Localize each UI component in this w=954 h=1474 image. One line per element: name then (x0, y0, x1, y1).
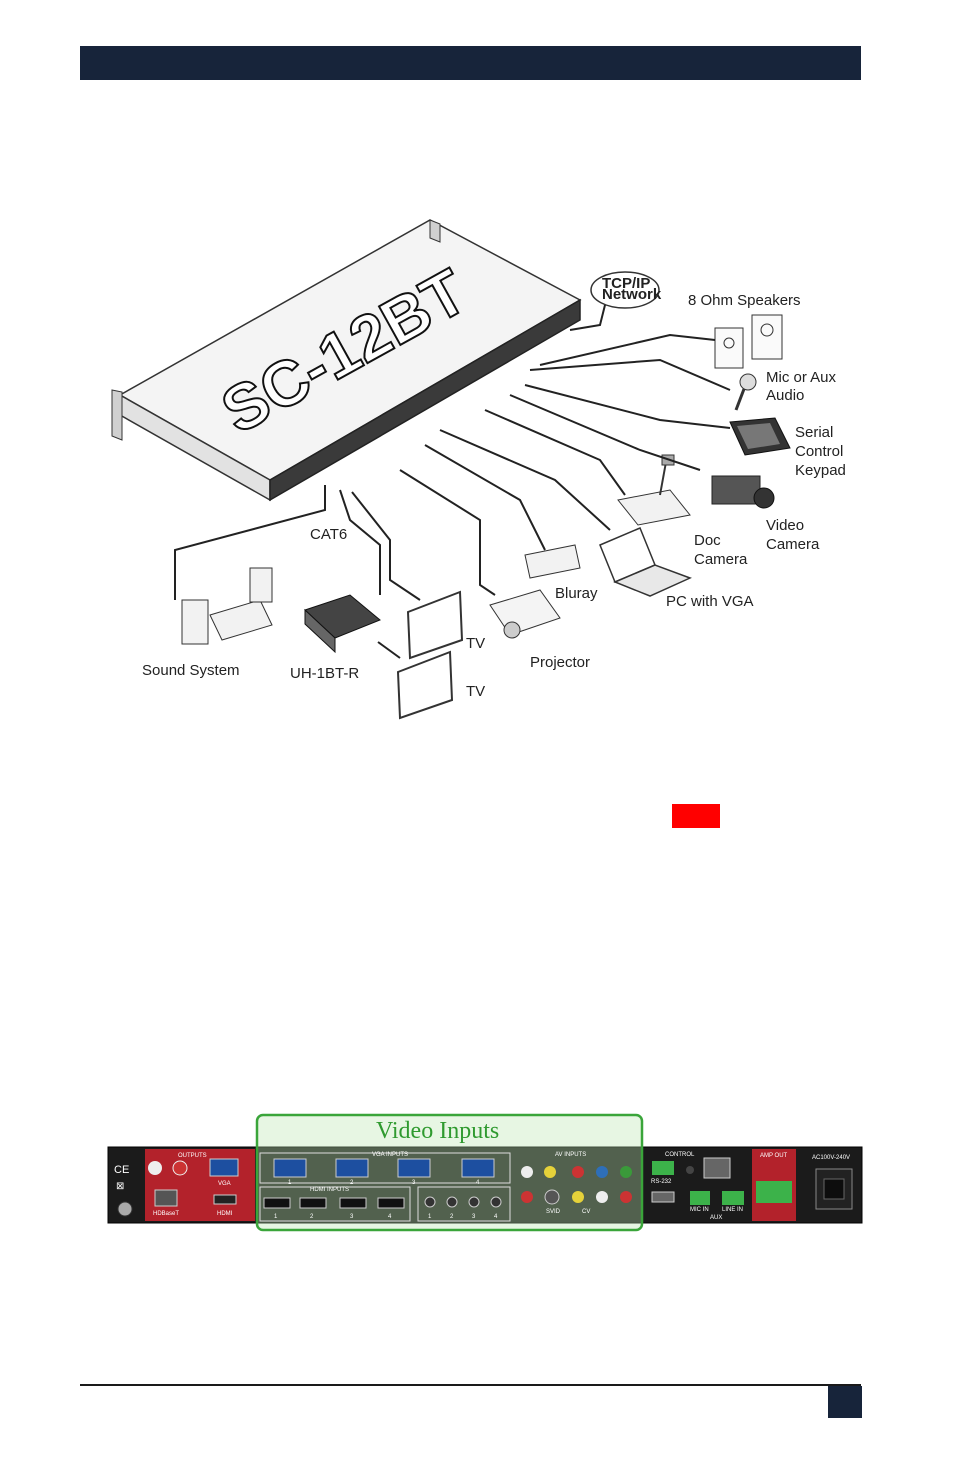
vga-input-3 (397, 1158, 431, 1178)
aux-label: AUX (710, 1215, 722, 1221)
svg-text:1: 1 (274, 1214, 278, 1220)
ground-screw-icon (117, 1201, 133, 1217)
svg-text:3: 3 (350, 1214, 354, 1220)
cv-label: CV (582, 1209, 590, 1215)
svideo-port (544, 1189, 560, 1205)
line-in-terminal (722, 1191, 744, 1205)
cat6-label: CAT6 (310, 526, 347, 543)
vga-input-2 (335, 1158, 369, 1178)
network-label-2: Network (602, 286, 662, 303)
rs232-terminal (652, 1161, 674, 1175)
speakers-icon (714, 314, 783, 369)
svg-text:2: 2 (350, 1180, 354, 1186)
sound-system-icon (181, 567, 273, 645)
svg-text:1: 1 (428, 1214, 432, 1220)
doc-camera-label-2: Camera (694, 551, 748, 568)
hdmi-inputs-label: HDMI INPUTS (310, 1187, 349, 1193)
audio-r-jack (172, 1160, 188, 1176)
projector-label: Projector (530, 654, 590, 671)
usb-port (651, 1191, 675, 1203)
hdmi-input-2 (299, 1197, 327, 1209)
amp-out-label: AMP OUT (760, 1153, 788, 1159)
receiver-label: UH-1BT-R (290, 665, 359, 682)
hdbaset-label: HDBaseT (153, 1211, 179, 1217)
header-bar (80, 46, 861, 80)
vga-inputs-box (259, 1152, 511, 1184)
doc-camera-label-1: Doc (694, 532, 721, 549)
svg-text:2: 2 (450, 1214, 454, 1220)
av-inputs-label: AV INPUTS (555, 1152, 586, 1158)
keypad-label-1: Serial (795, 424, 833, 441)
keypad-icon (729, 417, 791, 456)
vga-output-label: VGA (218, 1181, 231, 1187)
network-label-1: TCP/IP (602, 275, 650, 292)
rs232-label: RS-232 (651, 1179, 672, 1185)
projector-icon (489, 589, 561, 639)
svg-text:2: 2 (310, 1214, 314, 1220)
mic-label-1: Mic or Aux (766, 369, 837, 386)
hdmi-input-4 (377, 1197, 405, 1209)
hdmi-input-3 (339, 1197, 367, 1209)
weee-icon: ⊠ (116, 1181, 124, 1192)
vga-input-4 (461, 1158, 495, 1178)
mic-in-label: MIC IN (690, 1207, 709, 1213)
red-highlight (672, 804, 720, 828)
hdmi-inputs-box (259, 1186, 411, 1222)
sound-system-label: Sound System (142, 662, 240, 679)
video-inputs-title: Video Inputs (376, 1118, 499, 1144)
tv-label-1: TV (466, 635, 485, 652)
svg-text:3: 3 (412, 1180, 416, 1186)
svg-text:3: 3 (472, 1214, 476, 1220)
pc-label: PC with VGA (666, 593, 754, 610)
audio-inputs-box (417, 1186, 511, 1222)
vga-input-1 (273, 1158, 307, 1178)
receiver-icon (304, 594, 381, 654)
speakers-label: 8 Ohm Speakers (688, 292, 801, 309)
video-camera-label-1: Video (766, 517, 804, 534)
mic-label-2: Audio (766, 387, 804, 404)
control-label: CONTROL (665, 1152, 695, 1158)
video-camera-label-2: Camera (766, 536, 820, 553)
laptop-icon (599, 527, 692, 597)
connection-diagram: SC-12BT TCP/IP Network (111, 219, 846, 720)
svg-text:1: 1 (288, 1180, 292, 1186)
tv-icon (396, 590, 464, 720)
vga-inputs-label: VGA INPUTS (372, 1152, 408, 1158)
bluray-label: Bluray (555, 585, 598, 602)
sc-12bt-chassis (111, 219, 582, 502)
hdmi-input-1 (263, 1197, 291, 1209)
microphone-icon (734, 373, 757, 411)
cables (174, 304, 731, 659)
page-number-box (828, 1386, 862, 1418)
hdbaset-port (154, 1189, 178, 1207)
svg-text:4: 4 (388, 1214, 392, 1220)
svid-label: SVID (546, 1209, 561, 1215)
ethernet-port (703, 1157, 731, 1179)
power-label: AC100V-240V (812, 1155, 850, 1161)
rear-panel: OUTPUTS VGA HDBaseT HDMI Video Inputs VG… (107, 1113, 863, 1232)
line-in-label: LINE IN (722, 1207, 743, 1213)
keypad-label-2: Control (795, 443, 843, 460)
video-camera-icon (711, 475, 775, 509)
hdmi-output-port (213, 1194, 237, 1205)
outputs-label: OUTPUTS (178, 1153, 207, 1159)
svg-text:4: 4 (494, 1214, 498, 1220)
mic-in-terminal (690, 1191, 710, 1205)
audio-l-jack (148, 1161, 162, 1175)
footer-rule (80, 1384, 861, 1386)
amp-out-terminal (756, 1181, 792, 1203)
keypad-label-3: Keypad (795, 462, 846, 479)
tv-label-2: TV (466, 683, 485, 700)
network-cloud-icon: TCP/IP Network (590, 271, 662, 309)
doc-camera-icon (617, 454, 691, 526)
hdmi-output-label: HDMI (217, 1211, 233, 1217)
ce-mark-icon: CE (114, 1164, 129, 1176)
svg-text:4: 4 (476, 1180, 480, 1186)
bluray-player-icon (524, 544, 581, 579)
vga-output-port (209, 1158, 239, 1177)
